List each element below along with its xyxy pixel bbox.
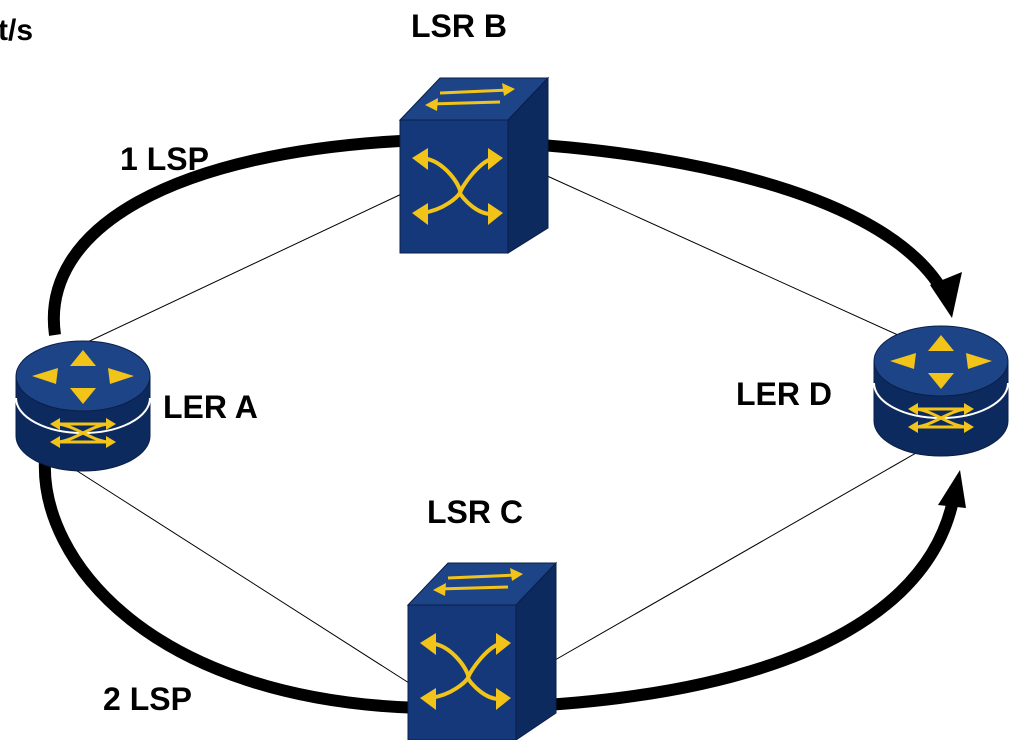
lsr-c-label: LSR C xyxy=(427,494,523,530)
corner-text: t/s xyxy=(0,14,33,47)
physical-links xyxy=(59,174,931,691)
lsr-b-switch-icon xyxy=(398,76,550,254)
link-a-b xyxy=(59,189,411,356)
link-c-d xyxy=(554,444,931,661)
ler-d-label: LER D xyxy=(736,376,832,412)
ler-d-router-icon xyxy=(873,325,1009,457)
link-b-d xyxy=(544,174,921,346)
link-a-c xyxy=(59,459,421,691)
lsr-b-label: LSR B xyxy=(411,8,507,44)
lsp-lower-label: 2 LSP xyxy=(103,681,192,717)
ler-a-label: LER A xyxy=(163,389,258,425)
lsp-upper-label: 1 LSP xyxy=(120,141,209,177)
ler-a-router-icon xyxy=(15,340,151,472)
lsr-c-switch-icon xyxy=(406,561,558,741)
lsp-lower-arrowhead xyxy=(938,470,966,508)
lsp-upper-arrowhead xyxy=(930,272,962,318)
